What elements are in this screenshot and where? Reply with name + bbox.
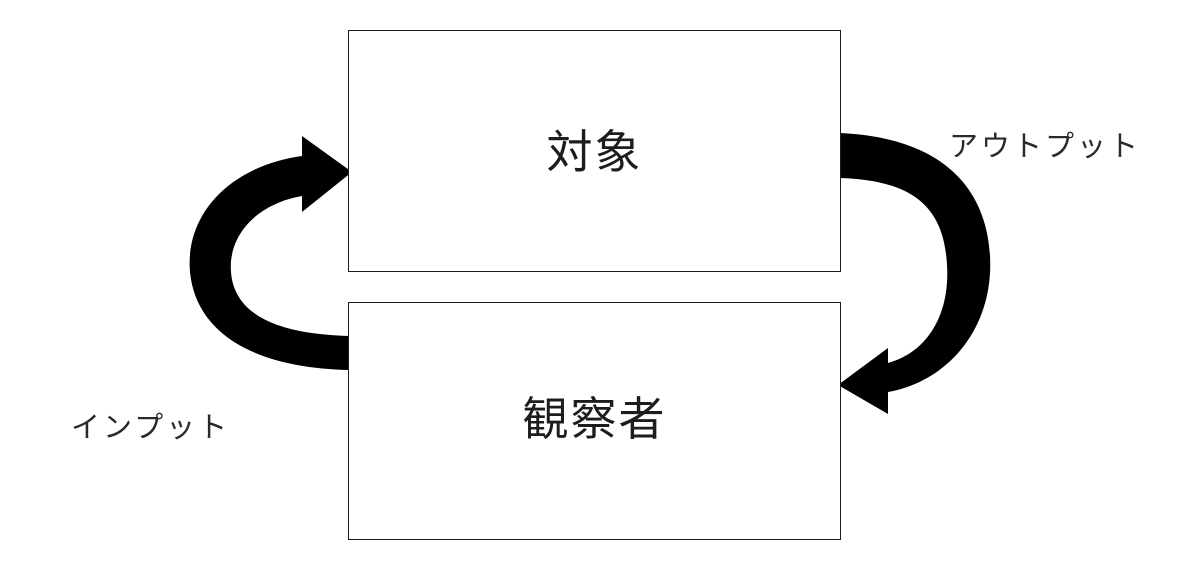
edge-label-output: アウトプット bbox=[949, 131, 1142, 163]
input-arrow bbox=[189, 136, 352, 370]
node-label-observer: 観察者 bbox=[522, 393, 667, 445]
output-arrow bbox=[838, 133, 991, 414]
node-box-observer[interactable]: 観察者 bbox=[348, 302, 841, 540]
edge-label-input: インプット bbox=[71, 412, 231, 444]
node-box-target[interactable]: 対象 bbox=[348, 30, 841, 272]
node-label-target: 対象 bbox=[546, 126, 643, 178]
